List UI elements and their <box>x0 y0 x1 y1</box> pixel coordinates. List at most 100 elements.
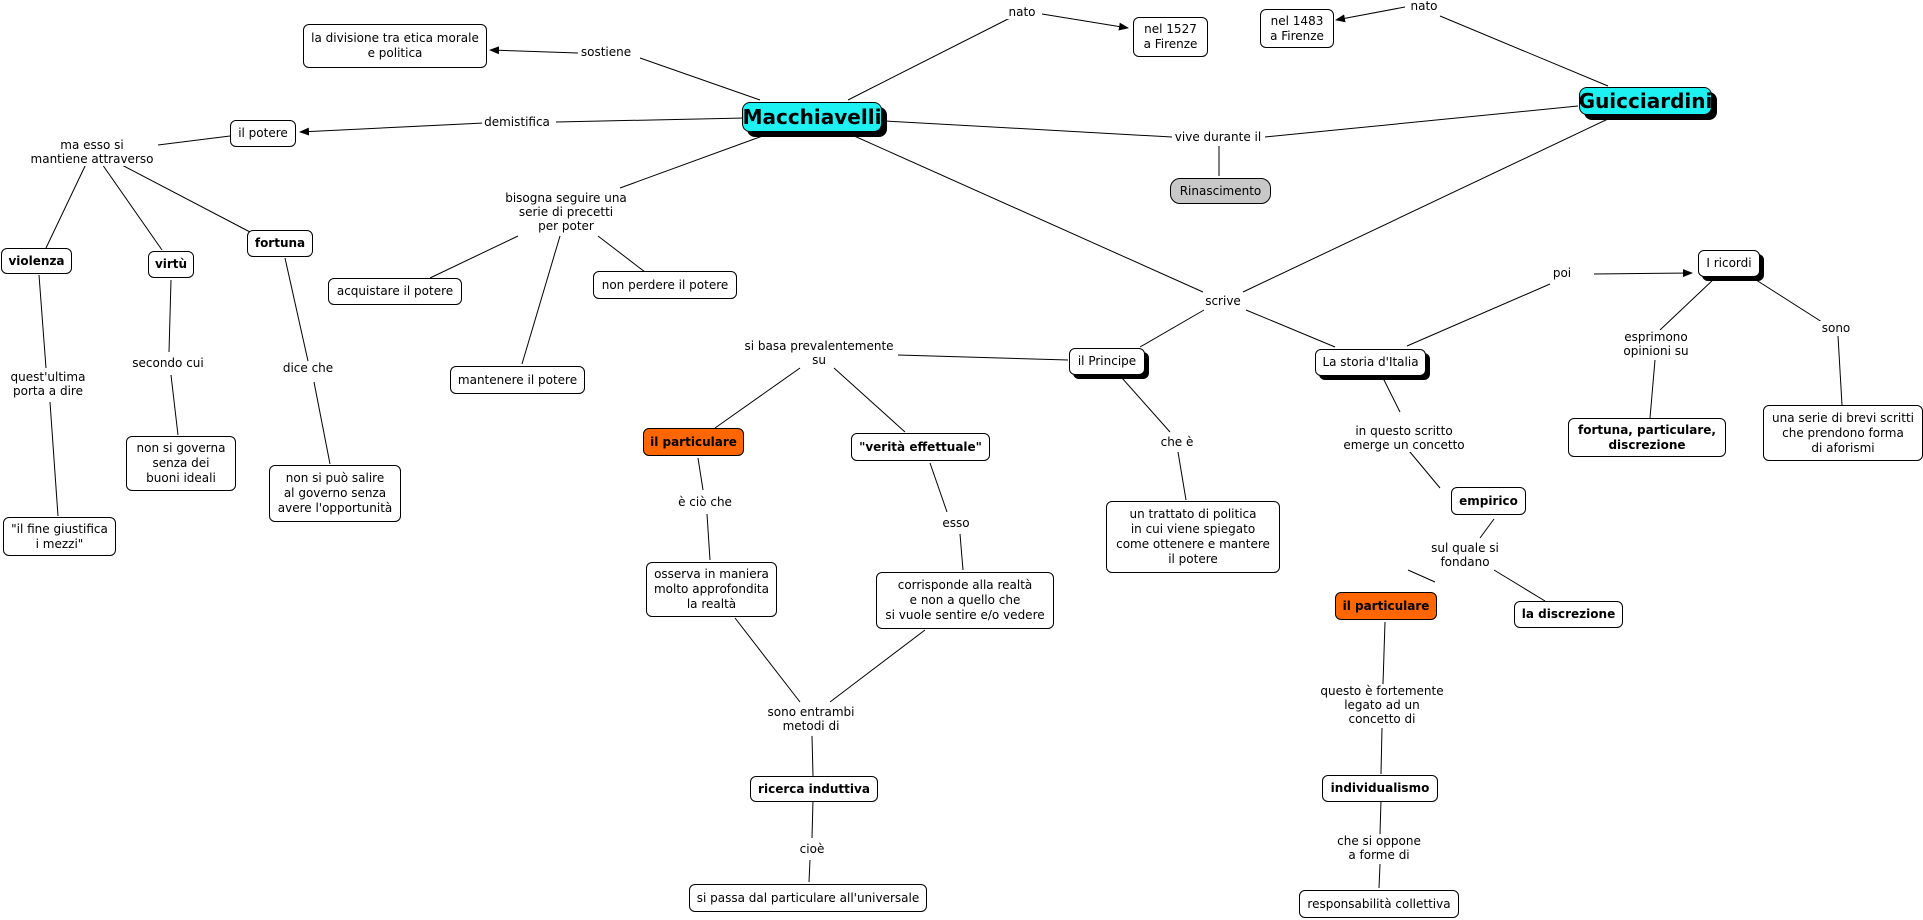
link-label-demistifica: demistifica <box>482 115 552 129</box>
link-label-sono: sono <box>1819 321 1853 335</box>
node-guicciardini[interactable]: Guicciardini <box>1579 87 1712 115</box>
edge <box>714 367 801 429</box>
node-la-discrezione[interactable]: la discrezione <box>1514 601 1623 628</box>
node-macchiavelli[interactable]: Macchiavelli <box>742 102 882 132</box>
node-non-si-puo-salire[interactable]: non si può salire al governo senza avere… <box>269 465 401 522</box>
edge <box>929 462 948 513</box>
node-rinascimento[interactable]: Rinascimento <box>1170 178 1271 204</box>
edge <box>101 163 163 251</box>
link-label-scrive: scrive <box>1203 294 1243 308</box>
link-label-poi: poi <box>1550 266 1574 280</box>
link-label-esprimono: esprimono opinioni su <box>1621 330 1691 358</box>
edge <box>1041 13 1129 31</box>
link-label-che-si-oppone: che si oppone a forme di <box>1335 834 1423 862</box>
edge <box>157 135 231 146</box>
node-violenza[interactable]: violenza <box>1 248 72 274</box>
link-label-cioe: cioè <box>797 842 827 856</box>
node-nel-1527[interactable]: nel 1527 a Firenze <box>1133 17 1208 57</box>
node-empirico[interactable]: empirico <box>1451 487 1526 515</box>
edge <box>959 533 964 571</box>
edge <box>1264 105 1579 138</box>
node-fortuna-particulare-discrezione[interactable]: fortuna, particulare, discrezione <box>1568 418 1726 457</box>
edge <box>45 163 87 249</box>
link-label-dice-che: dice che <box>280 361 336 375</box>
edge <box>38 274 47 369</box>
edge <box>555 117 746 123</box>
node-nel-1483[interactable]: nel 1483 a Firenze <box>1260 9 1334 48</box>
edge <box>847 17 1011 101</box>
link-label-nato-macchiavelli: nato <box>1006 5 1038 19</box>
edge <box>1752 277 1823 323</box>
node-si-passa-universale[interactable]: si passa dal particulare all'universale <box>689 884 927 912</box>
node-divisione-etica-politica[interactable]: la divisione tra etica morale e politica <box>303 24 487 68</box>
edge <box>284 257 311 371</box>
node-individualismo[interactable]: individualismo <box>1322 775 1438 802</box>
edge <box>1379 371 1401 413</box>
node-virtu[interactable]: virtù <box>148 251 194 278</box>
link-label-si-basa: si basa prevalentemente su <box>742 339 896 367</box>
edge <box>429 235 519 279</box>
link-label-che-e: che è <box>1158 435 1196 449</box>
node-trattato-politica[interactable]: un trattato di politica in cui viene spi… <box>1106 501 1280 573</box>
link-label-questo-e: questo è fortemente legato ad un concett… <box>1318 684 1446 726</box>
edge <box>829 629 926 703</box>
edge <box>1407 569 1436 583</box>
link-label-esso: esso <box>940 516 972 530</box>
edge <box>1335 6 1406 23</box>
node-i-ricordi[interactable]: I ricordi <box>1698 250 1760 277</box>
node-mantenere-potere[interactable]: mantenere il potere <box>450 366 585 394</box>
edge <box>1242 117 1611 293</box>
node-verita-effettuale[interactable]: "verità effettuale" <box>851 433 990 461</box>
edge <box>884 120 1173 138</box>
edge <box>119 163 251 233</box>
edge <box>1379 799 1382 835</box>
edge <box>639 57 761 101</box>
link-label-e-cio-che: è ciò che <box>676 495 734 509</box>
edge <box>168 279 172 353</box>
edge <box>1378 863 1381 889</box>
link-label-ma-esso-si: ma esso si mantiene attraverso <box>28 138 156 166</box>
node-il-particulare-guicciardini[interactable]: il particulare <box>1335 592 1437 620</box>
link-label-secondo-cui: secondo cui <box>130 356 206 370</box>
edge <box>1659 277 1716 331</box>
link-label-sono-entrambi: sono entrambi metodi di <box>765 705 857 733</box>
node-responsabilita-collettiva[interactable]: responsabilità collettiva <box>1299 890 1459 918</box>
node-corrisponde-realta[interactable]: corrisponde alla realtà e non a quello c… <box>876 572 1054 629</box>
link-label-sul-quale: sul quale si fondano <box>1429 541 1501 569</box>
edge <box>1837 335 1843 406</box>
edge <box>1139 309 1205 348</box>
node-fine-giustifica-mezzi[interactable]: "il fine giustifica i mezzi" <box>3 517 116 556</box>
node-acquistare-potere[interactable]: acquistare il potere <box>328 278 462 305</box>
node-il-particulare-machiavelli[interactable]: il particulare <box>643 428 744 456</box>
edge <box>49 401 59 517</box>
edge <box>1404 445 1441 489</box>
node-il-potere[interactable]: il potere <box>230 120 296 147</box>
edge <box>597 235 646 273</box>
edge <box>697 457 704 491</box>
edge <box>489 46 579 55</box>
node-storia-italia[interactable]: La storia d'Italia <box>1315 349 1426 376</box>
node-non-si-governa[interactable]: non si governa senza dei buoni ideali <box>126 436 236 491</box>
edge <box>170 374 179 436</box>
node-non-perdere-potere[interactable]: non perdere il potere <box>593 271 737 299</box>
edge <box>1177 451 1187 501</box>
edge <box>1382 621 1386 685</box>
edge <box>1649 359 1656 419</box>
edge <box>1593 269 1693 278</box>
node-ricerca-induttiva[interactable]: ricerca induttiva <box>750 776 878 802</box>
edge <box>619 133 769 189</box>
node-il-principe[interactable]: il Principe <box>1069 348 1145 375</box>
edge <box>833 367 906 433</box>
node-osserva-realta[interactable]: osserva in maniera molto approfondita la… <box>646 562 777 617</box>
edge <box>521 235 561 365</box>
link-label-nato-guicciardini: nato <box>1408 0 1440 13</box>
edge <box>299 122 485 136</box>
link-label-bisogna-seguire: bisogna seguire una serie di precetti pe… <box>503 191 629 233</box>
edge <box>1406 283 1551 347</box>
node-fortuna[interactable]: fortuna <box>247 230 313 257</box>
edge <box>1439 15 1609 87</box>
edge <box>808 859 811 883</box>
node-serie-brevi-scritti[interactable]: una serie di brevi scritti che prendono … <box>1763 405 1923 461</box>
edge <box>734 617 801 703</box>
